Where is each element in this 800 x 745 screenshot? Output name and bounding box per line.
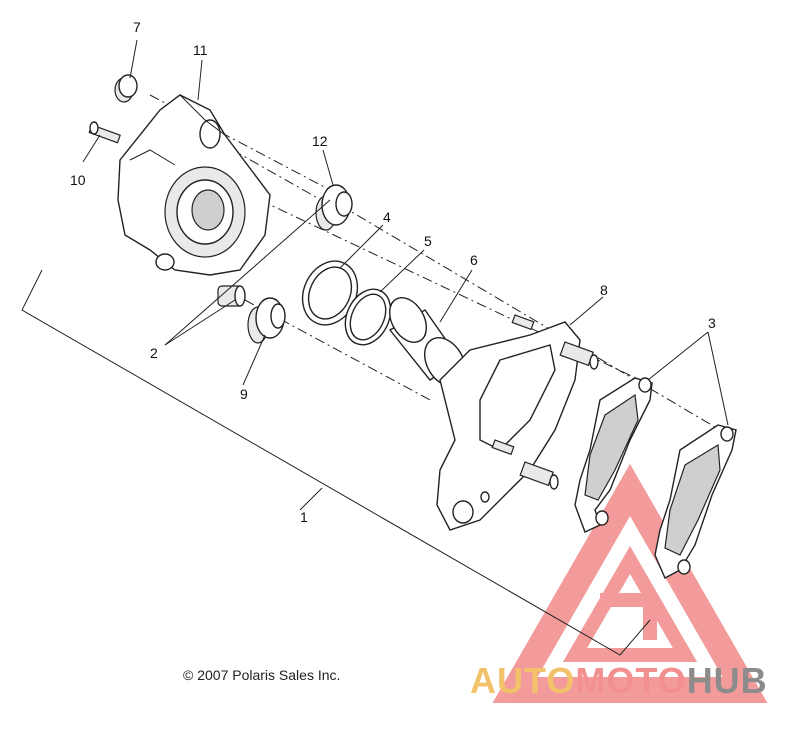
- part-6-piston: [388, 297, 466, 387]
- copyright-notice: © 2007 Polaris Sales Inc.: [183, 667, 341, 683]
- callout-5: 5: [424, 233, 432, 249]
- part-4-seal-ring: [301, 260, 359, 326]
- callout-8: 8: [600, 282, 608, 298]
- part-10-bleeder-pin: [88, 121, 121, 144]
- part-12-boot: [315, 184, 353, 231]
- part-7-bushing: [114, 74, 138, 103]
- callout-6: 6: [470, 252, 478, 268]
- callout-9: 9: [240, 386, 248, 402]
- callout-4: 4: [383, 209, 391, 225]
- part-3-brake-pad-rear: [654, 424, 737, 579]
- watermark-hub: HUB: [686, 660, 768, 701]
- callout-12: 12: [312, 133, 328, 149]
- watermark-auto: AUTO: [470, 660, 576, 701]
- callout-3: 3: [708, 315, 716, 331]
- part-9-pin-boot: [247, 297, 286, 344]
- callout-2: 2: [150, 345, 158, 361]
- part-2-pin: [217, 285, 246, 307]
- part-11-caliper-housing: [117, 94, 271, 276]
- leader-assembly-1: [21, 269, 651, 656]
- watermark-moto: MOTO: [575, 660, 687, 701]
- part-8-mounting-bracket: [436, 314, 599, 531]
- callout-labels: 7 11 10 12 4 5 6 8 3 2 9 1: [70, 19, 716, 525]
- part-3-brake-pad-front: [574, 377, 653, 533]
- watermark-text: AUTOMOTOHUB: [470, 660, 768, 702]
- callout-7: 7: [133, 19, 141, 35]
- callout-10: 10: [70, 172, 86, 188]
- callout-leaders: [82, 39, 729, 426]
- callout-1: 1: [300, 509, 308, 525]
- part-5-seal-ring: [344, 288, 392, 346]
- callout-11: 11: [193, 42, 208, 58]
- watermark-logo-icon: [492, 463, 768, 703]
